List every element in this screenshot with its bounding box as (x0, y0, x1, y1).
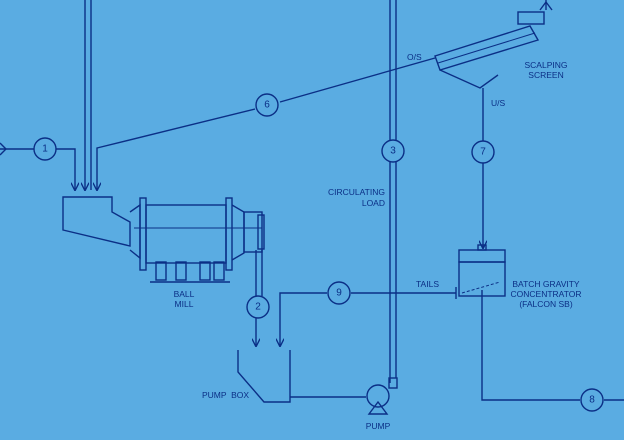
circulating-load-label-2: LOAD (362, 198, 385, 208)
concentrator (458, 244, 506, 297)
stream-8-number: 8 (589, 395, 595, 406)
concentrator-label-2: CONCENTRATOR (511, 289, 582, 299)
pump-label: PUMP (366, 421, 391, 431)
stream-7-marker (471, 140, 495, 164)
circulating-load-label-1: CIRCULATING (328, 187, 385, 197)
stream-8-line (481, 290, 624, 401)
ball-mill-label-1: BALL (174, 289, 195, 299)
stream-6-line (97, 57, 436, 190)
stream-3-marker (381, 139, 405, 163)
stream-1-line (0, 148, 75, 190)
stream-2-line (256, 250, 262, 346)
ball-mill-label-2: MILL (175, 299, 194, 309)
stream-1-marker (33, 137, 57, 161)
stream-1-number: 1 (42, 144, 48, 155)
pump (366, 377, 398, 415)
stream-6-number: 6 (264, 100, 270, 111)
pump-box (237, 350, 291, 403)
stream-3-line (389, 0, 397, 383)
stream-8-marker (580, 388, 604, 412)
feed-arrowhead-icon (0, 142, 7, 156)
stream-markers (33, 93, 604, 412)
oversize-label: O/S (407, 52, 422, 62)
ball-mill (62, 196, 265, 283)
screen-label-1: SCALPING (525, 60, 568, 70)
undersize-label: U/S (491, 98, 506, 108)
stream-6-marker (255, 93, 279, 117)
stream-7-number: 7 (480, 147, 486, 158)
tails-label: TAILS (416, 279, 439, 289)
screen-label-2: SCREEN (528, 70, 563, 80)
scalping-screen (434, 0, 553, 89)
stream-9-marker (327, 281, 351, 305)
concentrator-label-1: BATCH GRAVITY (512, 279, 580, 289)
concentrator-label-3: (FALCON SB) (519, 299, 573, 309)
pump-box-label: PUMP BOX (202, 390, 249, 400)
stream-3-number: 3 (390, 146, 396, 157)
mill-feed-lines (85, 0, 92, 190)
stream-2-marker (246, 295, 270, 319)
stream-9-number: 9 (336, 288, 342, 299)
stream-2-number: 2 (255, 302, 261, 313)
stream-9-line (280, 292, 456, 346)
